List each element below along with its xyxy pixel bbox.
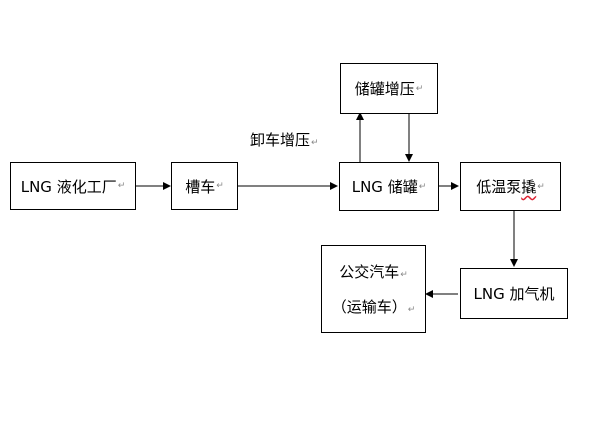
node-lng-factory: LNG 液化工厂 ↵ bbox=[10, 162, 136, 210]
node-tank-boost: 储罐增压 ↵ bbox=[340, 63, 438, 114]
paragraph-mark: ↵ bbox=[117, 181, 126, 191]
node-cryogenic-pump-label: 低温泵 bbox=[476, 178, 522, 196]
node-bus-line1: 公交汽车 bbox=[339, 263, 400, 281]
node-cryogenic-pump-skid: 低温泵撬 ↵ bbox=[460, 162, 561, 211]
label-unload-boost: 卸车增压↵ bbox=[250, 129, 319, 150]
node-lng-storage-tank-label: LNG 储罐 bbox=[351, 178, 418, 196]
node-bus-transport: 公交汽车↵ （运输车）↵ bbox=[321, 245, 426, 333]
paragraph-mark: ↵ bbox=[216, 181, 224, 191]
node-lng-dispenser-label: LNG 加气机 bbox=[473, 285, 555, 303]
paragraph-mark: ↵ bbox=[407, 305, 416, 315]
node-bus-line2: （运输车） bbox=[331, 298, 407, 316]
paragraph-mark: ↵ bbox=[311, 138, 319, 148]
node-tanker: 槽车 ↵ bbox=[171, 162, 238, 210]
node-lng-dispenser: LNG 加气机 bbox=[460, 268, 568, 319]
node-tanker-label: 槽车 bbox=[185, 177, 216, 196]
paragraph-mark: ↵ bbox=[537, 181, 545, 192]
label-unload-boost-text: 卸车增压 bbox=[250, 131, 311, 149]
node-tank-boost-label: 储罐增压 bbox=[354, 80, 415, 98]
node-cryogenic-pump-skid-suffix: 撬 bbox=[521, 178, 537, 196]
paragraph-mark: ↵ bbox=[418, 181, 427, 192]
paragraph-mark: ↵ bbox=[400, 270, 408, 280]
node-lng-factory-label: LNG 液化工厂 bbox=[20, 177, 117, 196]
paragraph-mark: ↵ bbox=[415, 83, 424, 94]
node-lng-storage-tank: LNG 储罐 ↵ bbox=[339, 162, 439, 211]
